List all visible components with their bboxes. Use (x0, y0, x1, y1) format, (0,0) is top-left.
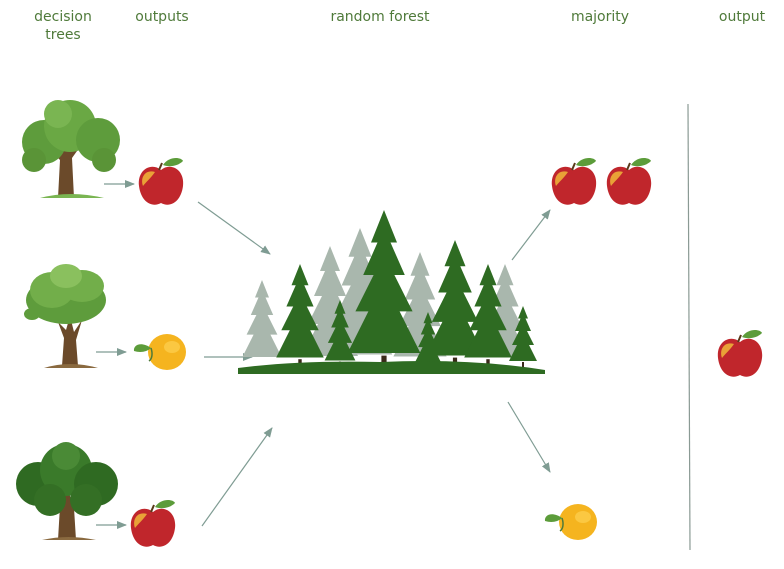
header-outputs: outputs (135, 9, 189, 25)
arrow-output1-to-forest (197, 201, 271, 255)
header-output: output (718, 9, 766, 25)
oak-tree-icon (24, 264, 106, 368)
arrow-output3-to-forest (201, 427, 273, 527)
divider-line (687, 103, 691, 551)
apple-icon (129, 499, 177, 548)
bushy-tree-icon (16, 442, 118, 540)
forest-icon (238, 210, 545, 374)
header-majority: majority (570, 9, 630, 25)
header-random-forest: random forest (330, 9, 430, 25)
lemon-icon (544, 503, 598, 541)
arrow-forest-to-lemon (507, 401, 551, 473)
deciduous-tree-icon (22, 100, 120, 198)
apple-icon (716, 329, 764, 378)
apple-icon (137, 157, 185, 206)
header-decision-trees: decision trees (34, 9, 92, 43)
lemon-icon (133, 333, 187, 371)
arrow-forest-to-apples (511, 209, 551, 261)
apple-icon (550, 157, 598, 206)
apple-icon (605, 157, 653, 206)
